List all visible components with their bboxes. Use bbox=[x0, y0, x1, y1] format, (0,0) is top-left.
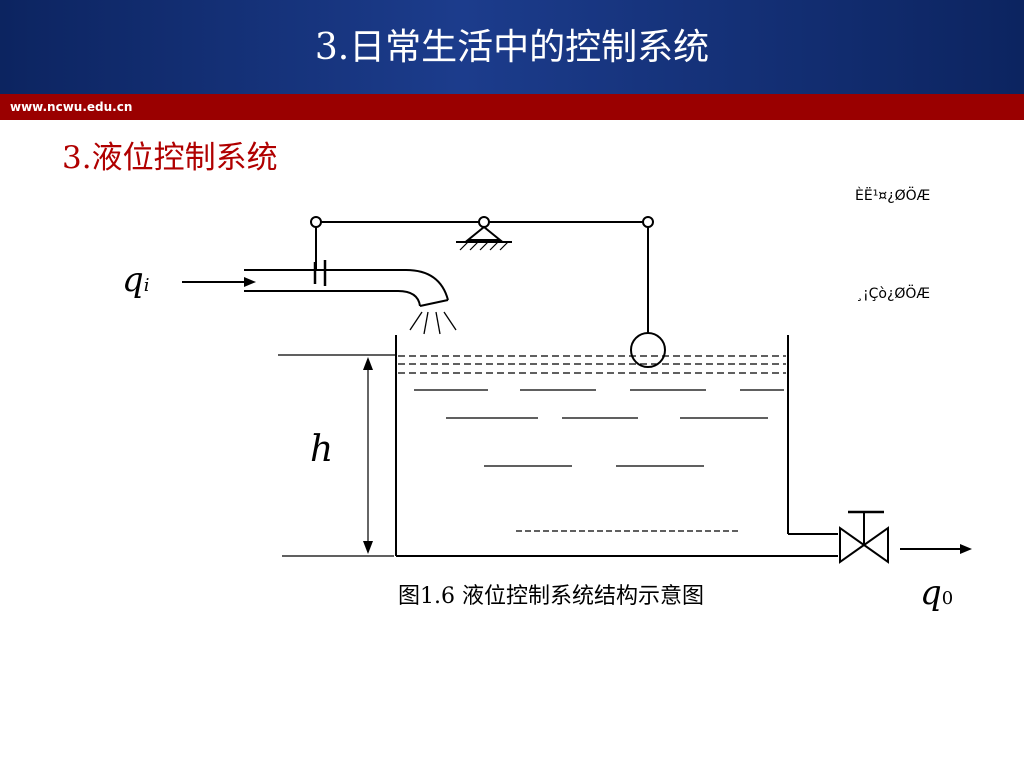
water-lines bbox=[414, 389, 784, 532]
height-dimension bbox=[278, 354, 396, 557]
height-label: h bbox=[310, 429, 334, 470]
section-title: 3.液位控制系统 bbox=[62, 140, 278, 176]
site-url: www.ncwu.edu.cn bbox=[10, 100, 133, 114]
outlet-valve bbox=[839, 510, 889, 564]
manual-control-label: ÈË¹¤¿ØÖÆ bbox=[855, 188, 931, 204]
url-bar bbox=[0, 94, 1024, 120]
inlet-pipe bbox=[244, 269, 449, 307]
float-ball bbox=[630, 332, 666, 368]
spray-lines bbox=[409, 311, 457, 335]
header-banner: 3.日常生活中的控制系统 bbox=[0, 0, 1024, 94]
inflow-label: qi bbox=[122, 262, 150, 304]
float-control-label: ¸¡Çò¿ØÖÆ bbox=[856, 286, 931, 302]
inflow-symbol: q bbox=[122, 260, 144, 300]
outflow-label: q0 bbox=[920, 575, 953, 617]
outflow-subscript: 0 bbox=[941, 588, 954, 609]
inflow-arrowhead bbox=[244, 277, 256, 287]
lever-linkage bbox=[310, 216, 654, 333]
water-surface bbox=[398, 355, 786, 374]
outflow-arrowhead bbox=[960, 544, 972, 554]
outflow-symbol: q bbox=[920, 573, 942, 613]
inflow-subscript: i bbox=[143, 275, 150, 296]
figure-caption: 图1.6 液位控制系统结构示意图 bbox=[398, 584, 704, 609]
page-title: 3.日常生活中的控制系统 bbox=[314, 27, 710, 68]
tank-walls bbox=[395, 335, 838, 557]
